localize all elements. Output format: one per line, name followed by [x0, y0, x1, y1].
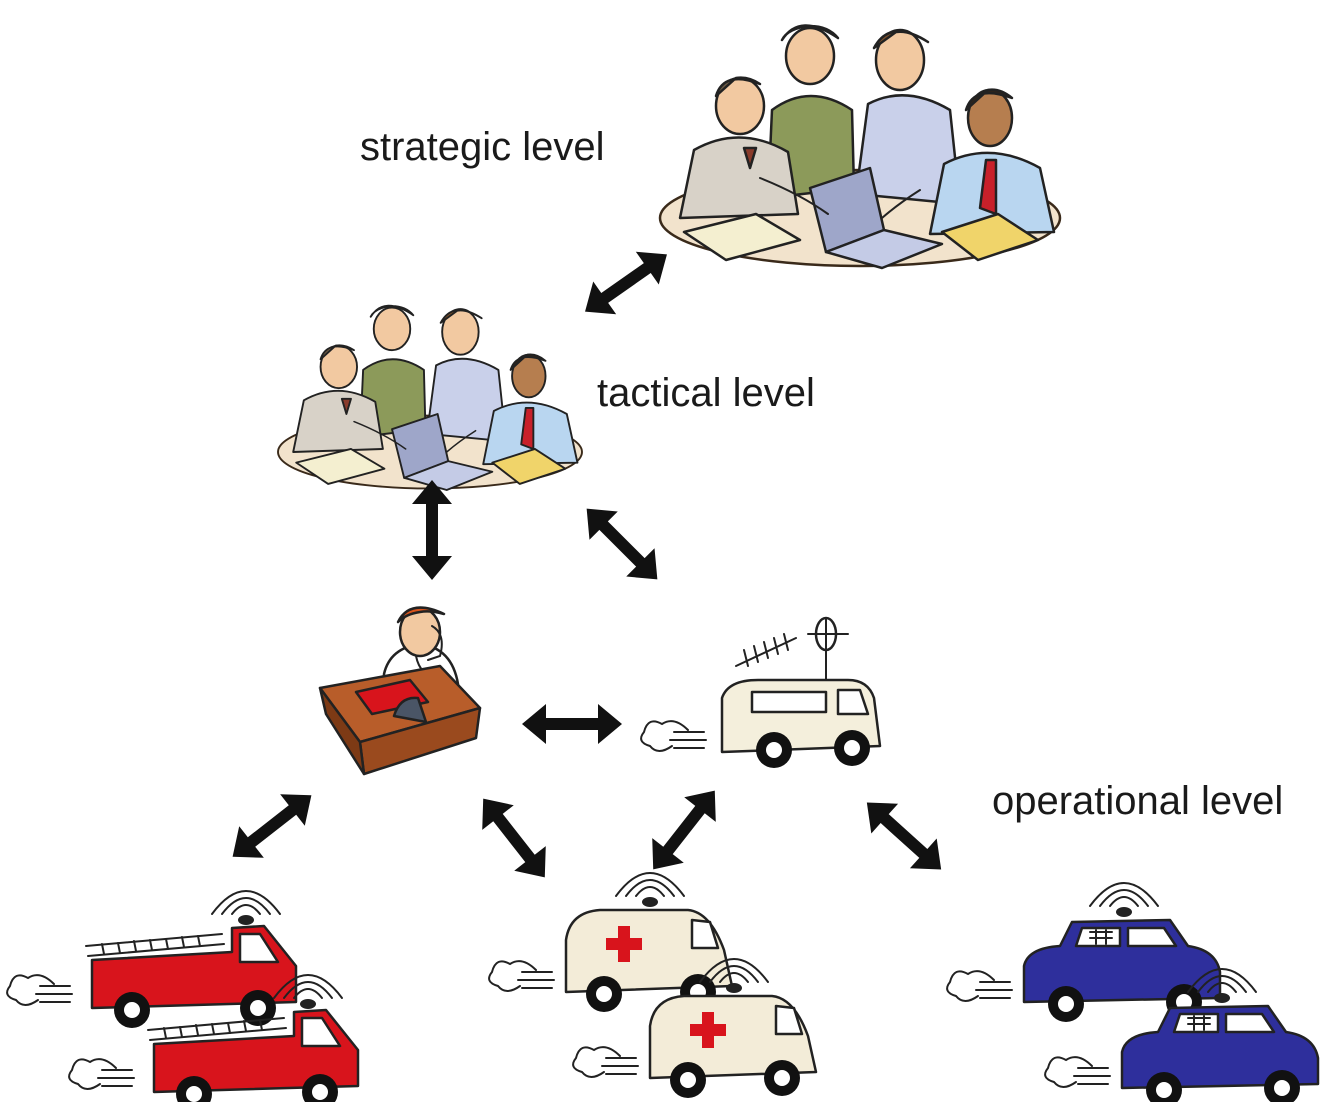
fire-engine-icon	[7, 891, 296, 1028]
double-headed-arrow-icon	[572, 494, 672, 594]
double-headed-arrow-icon	[467, 786, 561, 890]
double-headed-arrow-icon	[853, 787, 955, 885]
tactical-level-label: tactical level	[597, 371, 815, 415]
command-van-icon	[640, 616, 882, 768]
double-headed-arrow-icon	[522, 704, 622, 744]
dispatcher-at-desk-icon	[318, 606, 482, 776]
double-headed-arrow-icon	[220, 779, 324, 873]
operational-level-label: operational level	[992, 779, 1283, 823]
double-headed-arrow-icon	[412, 480, 452, 580]
strategic-team-icon	[658, 24, 1062, 270]
ambulance-icon	[489, 873, 732, 1012]
tactical-team-icon	[277, 304, 583, 491]
double-headed-arrow-icon	[637, 778, 731, 882]
police-car-icon	[947, 883, 1220, 1022]
strategic-level-label: strategic level	[360, 125, 605, 169]
double-headed-arrow-icon	[573, 237, 679, 329]
